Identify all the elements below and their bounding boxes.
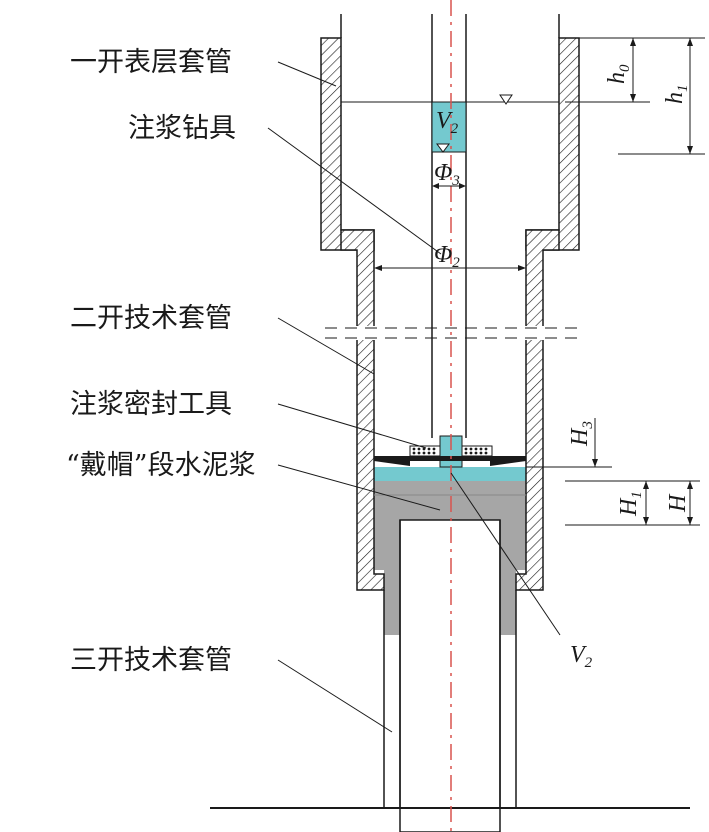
symbol-h1: h1 [662,85,691,105]
pipe-level-icon [436,143,450,153]
symbol-H3: H3 [567,421,596,447]
symbol-v2-top: V2 [436,108,459,137]
label-surface-casing: 一开表层套管 [70,47,232,78]
cap-cement-slurry-body [374,480,526,832]
symbol-v2-bottom: V2 [570,642,593,671]
label-grout-drill-tool: 注浆钻具 [128,113,236,144]
symbol-H: H [665,493,691,513]
cyan-grout-layer [374,467,526,481]
label-grout-seal-tool: 注浆密封工具 [70,389,232,420]
label-intermediate-casing-2: 二开技术套管 [70,303,232,334]
label-cap-cement-slurry: “戴帽”段水泥浆 [66,450,256,481]
break-marks [320,326,580,340]
grout-seal-tool [374,435,526,468]
leader-lines [267,61,561,733]
phi2-dimension [374,265,526,271]
phi3-dimension [432,183,466,189]
grout-drill-pipe [431,14,467,438]
label-intermediate-casing-3: 三开技术套管 [70,645,232,676]
symbol-phi2: Φ2 [434,242,460,271]
h-dimensions [565,37,705,155]
symbol-phi3: Φ3 [434,160,460,189]
water-level-icon [499,94,513,105]
symbol-h0: h0 [604,64,633,84]
intermediate-casing-3 [383,520,517,808]
symbol-H1: H1 [616,491,645,517]
